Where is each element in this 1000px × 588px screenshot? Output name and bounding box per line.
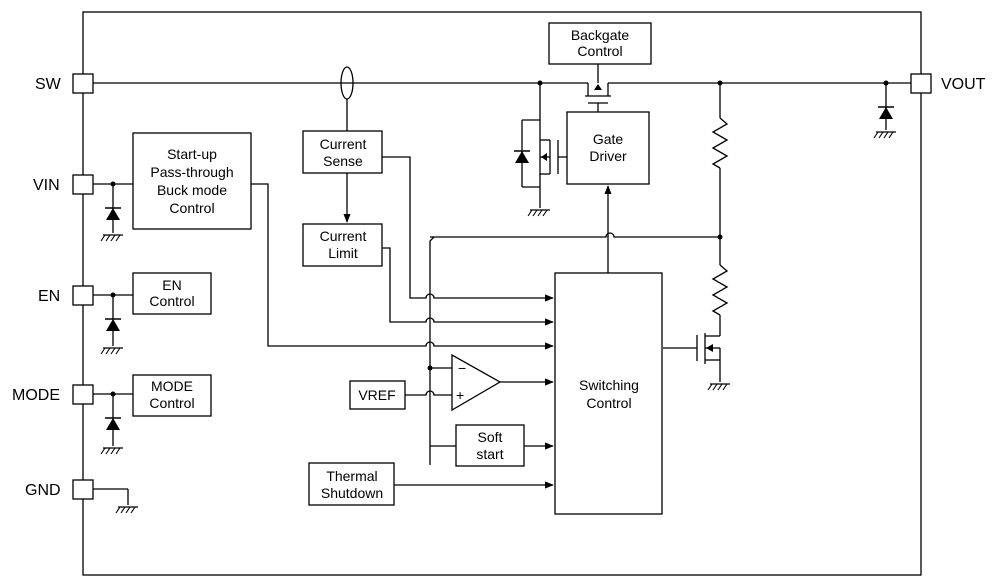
pin-en-label: EN — [38, 288, 60, 305]
thermal-line2: Shutdown — [321, 485, 383, 501]
gate-driver-line1: Gate — [593, 131, 624, 147]
vin-input-protection — [93, 181, 133, 242]
comparator-plus: + — [456, 387, 464, 403]
mode-control-line1: MODE — [151, 378, 193, 394]
svg-text:Current: Current — [320, 136, 367, 152]
vout-diode — [873, 83, 897, 139]
svg-text:Pass-through: Pass-through — [150, 164, 233, 180]
startup-line2: Pass-through — [150, 164, 233, 180]
mode-input-protection — [93, 391, 133, 455]
svg-text:Shutdown: Shutdown — [321, 485, 383, 501]
pin-gnd-label: GND — [25, 482, 61, 499]
svg-text:Buck mode: Buck mode — [157, 182, 227, 198]
low-side-mosfet — [513, 83, 567, 217]
svg-text:MODE: MODE — [151, 378, 193, 394]
pin-sw: SW — [35, 73, 94, 94]
pin-en: EN — [38, 285, 94, 306]
en-control-line2: Control — [149, 293, 194, 309]
vref-label: VREF — [358, 387, 395, 403]
soft-start-line2: start — [476, 446, 503, 462]
en-control-block: EN Control — [132, 272, 212, 315]
gate-driver-line2: Driver — [589, 148, 627, 164]
svg-text:Switching: Switching — [579, 377, 639, 393]
current-sense-block: Current Sense — [302, 130, 383, 174]
pin-vout: VOUT — [910, 73, 986, 94]
svg-text:Control: Control — [149, 293, 194, 309]
en-input-protection — [93, 292, 133, 355]
svg-text:Control: Control — [149, 395, 194, 411]
svg-text:Control: Control — [577, 43, 622, 59]
en-control-line1: EN — [162, 277, 181, 293]
svg-text:Thermal: Thermal — [326, 468, 377, 484]
switching-line2: Control — [586, 395, 631, 411]
switching-control-block: Switching Control — [554, 272, 663, 515]
mode-control-block: MODE Control — [132, 374, 212, 417]
vref-block: VREF — [349, 380, 406, 410]
current-limit-block: Current Limit — [302, 223, 383, 267]
svg-text:Control: Control — [169, 200, 214, 216]
svg-text:Control: Control — [586, 395, 631, 411]
mode-control-line2: Control — [149, 395, 194, 411]
current-sense-line2: Sense — [323, 153, 363, 169]
backgate-line2: Control — [577, 43, 622, 59]
pin-vin: VIN — [33, 174, 94, 195]
svg-text:Backgate: Backgate — [571, 27, 630, 43]
thermal-line1: Thermal — [326, 468, 377, 484]
current-limit-line2: Limit — [328, 245, 358, 261]
pin-vin-label: VIN — [33, 177, 60, 194]
startup-line4: Control — [169, 200, 214, 216]
svg-text:EN: EN — [162, 277, 181, 293]
sw-rail — [93, 66, 911, 100]
startup-line3: Buck mode — [157, 182, 227, 198]
thermal-shutdown-block: Thermal Shutdown — [308, 462, 395, 506]
svg-text:Current: Current — [320, 228, 367, 244]
pin-gnd: GND — [25, 479, 94, 500]
gate-driver-block: Gate Driver — [566, 111, 650, 185]
gnd-connection — [93, 488, 139, 514]
switching-line1: Switching — [579, 377, 639, 393]
svg-text:Gate: Gate — [593, 131, 624, 147]
discharge-mosfet — [663, 333, 731, 391]
svg-text:start: start — [476, 446, 503, 462]
feedback-divider — [711, 83, 729, 336]
soft-start-block: Soft start — [455, 424, 525, 467]
svg-text:Sense: Sense — [323, 153, 363, 169]
svg-text:Driver: Driver — [589, 148, 627, 164]
svg-text:Soft: Soft — [478, 429, 503, 445]
pass-switch — [585, 64, 611, 112]
comparator-minus: − — [458, 360, 466, 376]
svg-text:Start-up: Start-up — [167, 146, 217, 162]
pin-mode: MODE — [12, 384, 94, 405]
current-sense-line1: Current — [320, 136, 367, 152]
svg-text:Limit: Limit — [328, 245, 358, 261]
startup-line1: Start-up — [167, 146, 217, 162]
backgate-line1: Backgate — [571, 27, 630, 43]
pin-vout-label: VOUT — [941, 76, 986, 93]
current-limit-line1: Current — [320, 228, 367, 244]
pin-mode-label: MODE — [12, 387, 60, 404]
backgate-control-block: Backgate Control — [548, 22, 652, 65]
soft-start-line1: Soft — [478, 429, 503, 445]
pin-sw-label: SW — [35, 76, 62, 93]
startup-control-block: Start-up Pass-through Buck mode Control — [132, 132, 252, 230]
error-comparator: − + — [451, 353, 502, 412]
